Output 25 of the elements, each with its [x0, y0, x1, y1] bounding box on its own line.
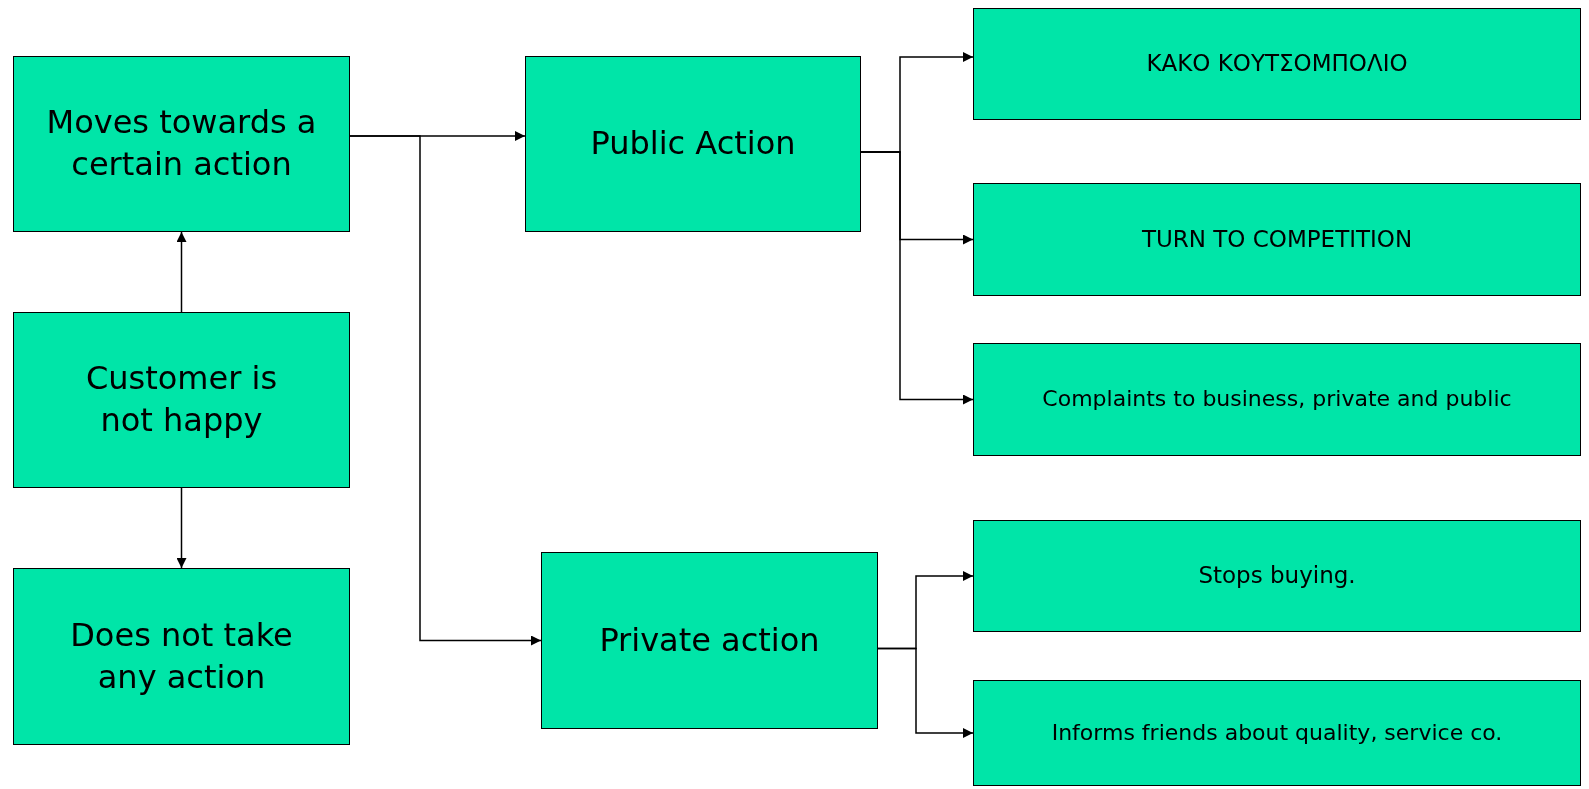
process-box — [973, 183, 1581, 296]
arrow — [176, 487, 187, 569]
process-box — [973, 520, 1581, 632]
arrow — [176, 231, 187, 313]
box-label: Does not take any action — [69, 614, 294, 698]
box-label: Complaints to business, private and public — [1042, 385, 1512, 414]
process-box — [973, 8, 1581, 120]
process-box — [13, 56, 350, 232]
box-label: Informs friends about quality, service co. — [1051, 718, 1503, 747]
box-label: Public Action — [590, 123, 796, 165]
process-box — [541, 552, 878, 729]
box-label: Customer is not happy — [84, 358, 279, 441]
process-box — [13, 312, 350, 488]
process-box — [13, 568, 350, 745]
arrow — [860, 151, 974, 405]
box-label: TURN TO COMPETITION — [1141, 224, 1413, 254]
process-box — [973, 680, 1581, 786]
arrow — [349, 135, 542, 646]
box-label: ΚΑΚΟ ΚΟΥΤΣΟΜΠΟΛΙΟ — [1146, 49, 1408, 79]
box-label: Private action — [599, 619, 820, 661]
box-label: Stops buying. — [1198, 561, 1356, 591]
arrow — [877, 647, 974, 738]
process-box — [973, 343, 1581, 456]
box-label: Moves towards a certain action — [45, 102, 318, 185]
process-box — [525, 56, 861, 232]
